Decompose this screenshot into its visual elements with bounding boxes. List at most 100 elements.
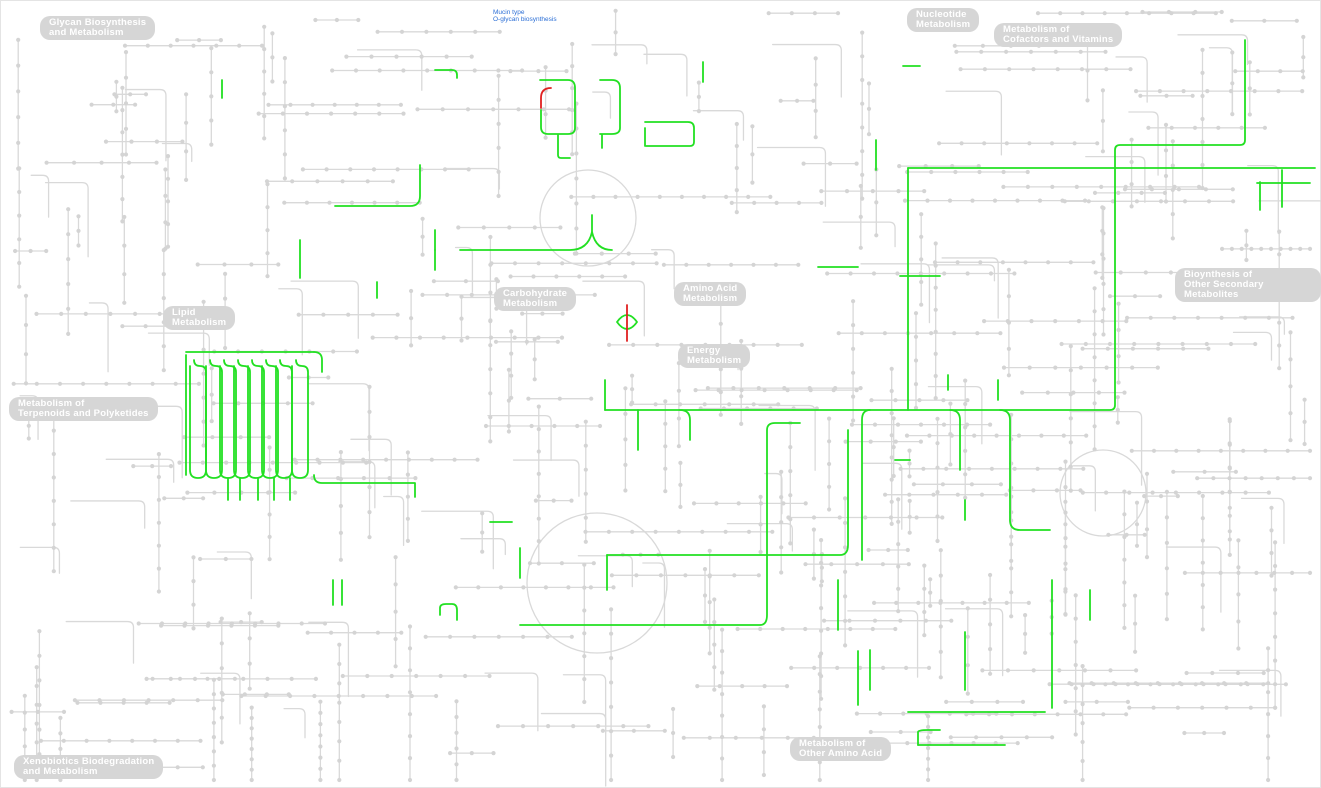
compound-node — [1103, 682, 1107, 686]
grey-connector — [1074, 466, 1096, 511]
compound-node — [928, 591, 932, 595]
compound-node — [966, 606, 970, 610]
category-cofactors[interactable]: Metabolism of Cofactors and Vitamins — [994, 23, 1122, 47]
compound-node — [963, 472, 967, 476]
compound-node — [574, 251, 578, 255]
compound-node — [970, 199, 974, 203]
compound-node — [162, 272, 166, 276]
compound-node — [759, 501, 763, 505]
category-lipid[interactable]: Lipid Metabolism — [163, 306, 235, 330]
category-otheramino[interactable]: Metabolism of Other Amino Acid — [790, 737, 891, 761]
mucin-label-2[interactable]: O-glycan biosynthesis — [493, 16, 557, 23]
category-terpenoids[interactable]: Metabolism of Terpenoids and Polyketides — [9, 397, 158, 421]
compound-node — [893, 627, 897, 631]
compound-node — [1119, 270, 1123, 274]
compound-node — [671, 755, 675, 759]
compound-node — [570, 152, 574, 156]
compound-node — [851, 347, 855, 351]
compound-node — [708, 600, 712, 604]
compound-node — [871, 189, 875, 193]
compound-node — [488, 263, 492, 267]
compound-node — [1074, 617, 1078, 621]
compound-node — [1279, 247, 1283, 251]
compound-node — [507, 429, 511, 433]
compound-node — [318, 756, 322, 760]
background-pathways — [12, 11, 1321, 786]
compound-node — [895, 271, 899, 275]
compound-node — [220, 740, 224, 744]
compound-node — [268, 535, 272, 539]
compound-node — [507, 368, 511, 372]
compound-node — [85, 739, 89, 743]
category-carbohydrate[interactable]: Carbohydrate Metabolism — [494, 287, 576, 311]
compound-node — [757, 386, 761, 390]
compound-node — [406, 495, 410, 499]
compound-node — [1023, 632, 1027, 636]
compound-node — [1093, 309, 1097, 313]
compound-node — [905, 741, 909, 745]
compound-node — [860, 54, 864, 58]
compound-node — [488, 391, 492, 395]
category-glycan[interactable]: Glycan Biosynthesis and Metabolism — [40, 16, 155, 40]
compound-node — [16, 64, 20, 68]
grey-connector — [1209, 48, 1232, 115]
compound-node — [1273, 659, 1277, 663]
compound-node — [582, 654, 586, 658]
compound-node — [614, 30, 618, 34]
category-nucleotide[interactable]: Nucleotide Metabolism — [907, 8, 979, 32]
compound-node — [120, 219, 124, 223]
compound-node — [988, 423, 992, 427]
compound-node — [1016, 741, 1020, 745]
compound-node — [1093, 286, 1097, 290]
mucin-label-1[interactable]: Mucin type — [493, 9, 524, 16]
compound-node — [843, 521, 847, 525]
compound-node — [1277, 321, 1281, 325]
compound-node — [1070, 682, 1074, 686]
compound-node — [899, 467, 903, 471]
compound-node — [1083, 668, 1087, 672]
compound-node — [300, 621, 304, 625]
compound-node — [890, 455, 894, 459]
compound-node — [491, 751, 495, 755]
compound-node — [974, 735, 978, 739]
compound-node — [497, 122, 501, 126]
compound-node — [724, 530, 728, 534]
compound-node — [584, 468, 588, 472]
compound-node — [757, 573, 761, 577]
compound-node — [530, 424, 534, 428]
compound-node — [1277, 343, 1281, 347]
compound-node — [720, 692, 724, 696]
compound-node — [849, 271, 853, 275]
compound-node — [24, 294, 28, 298]
compound-node — [465, 336, 469, 340]
compound-node — [162, 368, 166, 372]
compound-node — [1200, 117, 1204, 121]
compound-node — [58, 716, 62, 720]
compound-node — [820, 566, 824, 570]
compound-node — [570, 86, 574, 90]
compound-node — [634, 573, 638, 577]
category-aminoacid[interactable]: Amino Acid Metabolism — [674, 282, 746, 306]
compound-node — [708, 549, 712, 553]
highlighted-route — [335, 165, 420, 206]
compound-node — [939, 675, 943, 679]
compound-node — [818, 672, 822, 676]
category-secondary[interactable]: Bioynthesis of Other Secondary Metabolit… — [1175, 268, 1321, 302]
compound-node — [124, 101, 128, 105]
compound-node — [1069, 464, 1073, 468]
category-energy[interactable]: Energy Metabolism — [678, 344, 750, 368]
compound-node — [388, 476, 392, 480]
compound-node — [860, 102, 864, 106]
compound-node — [265, 274, 269, 278]
compound-node — [509, 274, 513, 278]
compound-node — [1063, 199, 1067, 203]
compound-node — [212, 706, 216, 710]
compound-node — [1269, 551, 1273, 555]
compound-node — [561, 312, 565, 316]
compound-node — [760, 736, 764, 740]
compound-node — [249, 262, 253, 266]
compound-node — [759, 522, 763, 526]
category-xenobiotics[interactable]: Xenobiotics Biodegradation and Metabolis… — [14, 755, 163, 779]
compound-node — [1143, 533, 1147, 537]
compound-node — [942, 423, 946, 427]
